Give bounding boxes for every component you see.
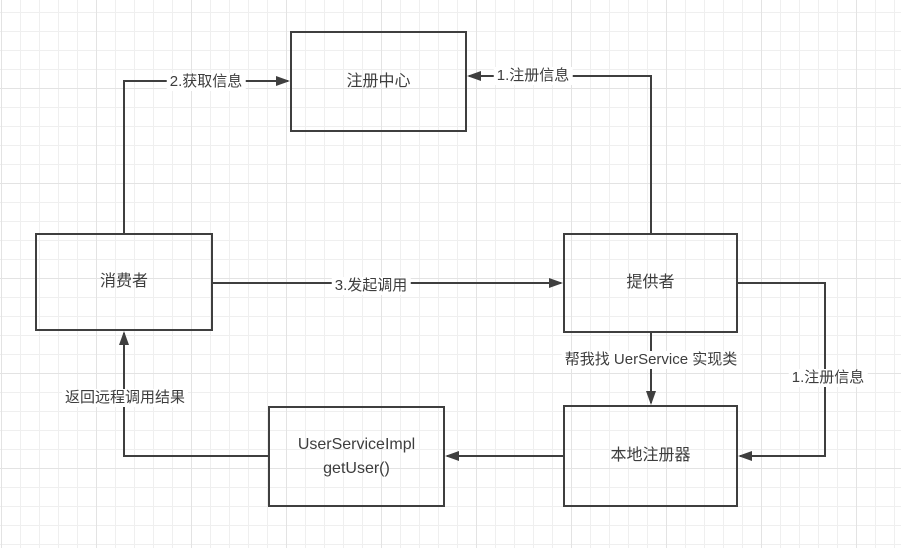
- edge-return-result-line: [119, 331, 268, 457]
- edge-fetch-info-line: [123, 76, 290, 233]
- node-provider-label: 提供者: [626, 274, 675, 292]
- node-provider: 提供者: [563, 233, 738, 333]
- node-registry-center: 注册中心: [290, 31, 467, 132]
- node-user-service-impl-label: UserServiceImpl getUser(): [297, 436, 416, 477]
- node-user-service-impl: UserServiceImpl getUser(): [268, 406, 445, 507]
- node-consumer: 消费者: [35, 233, 213, 331]
- node-local-registry-label: 本地注册器: [610, 447, 691, 465]
- node-registry-center-label: 注册中心: [346, 72, 411, 90]
- node-consumer-label: 消费者: [99, 273, 148, 291]
- edge-label-find-impl: 帮我找 UerService 实现类: [561, 351, 741, 369]
- edge-label-invoke-call: 3.发起调用: [331, 277, 411, 295]
- node-local-registry: 本地注册器: [563, 405, 738, 507]
- edge-label-register-info-top: 1.注册信息: [493, 67, 573, 85]
- edge-label-register-info-right: 1.注册信息: [788, 369, 868, 387]
- edge-label-return-result: 返回远程调用结果: [61, 389, 189, 407]
- edge-label-fetch-info: 2.获取信息: [166, 73, 246, 91]
- edge-register-info-top-line: [467, 71, 652, 233]
